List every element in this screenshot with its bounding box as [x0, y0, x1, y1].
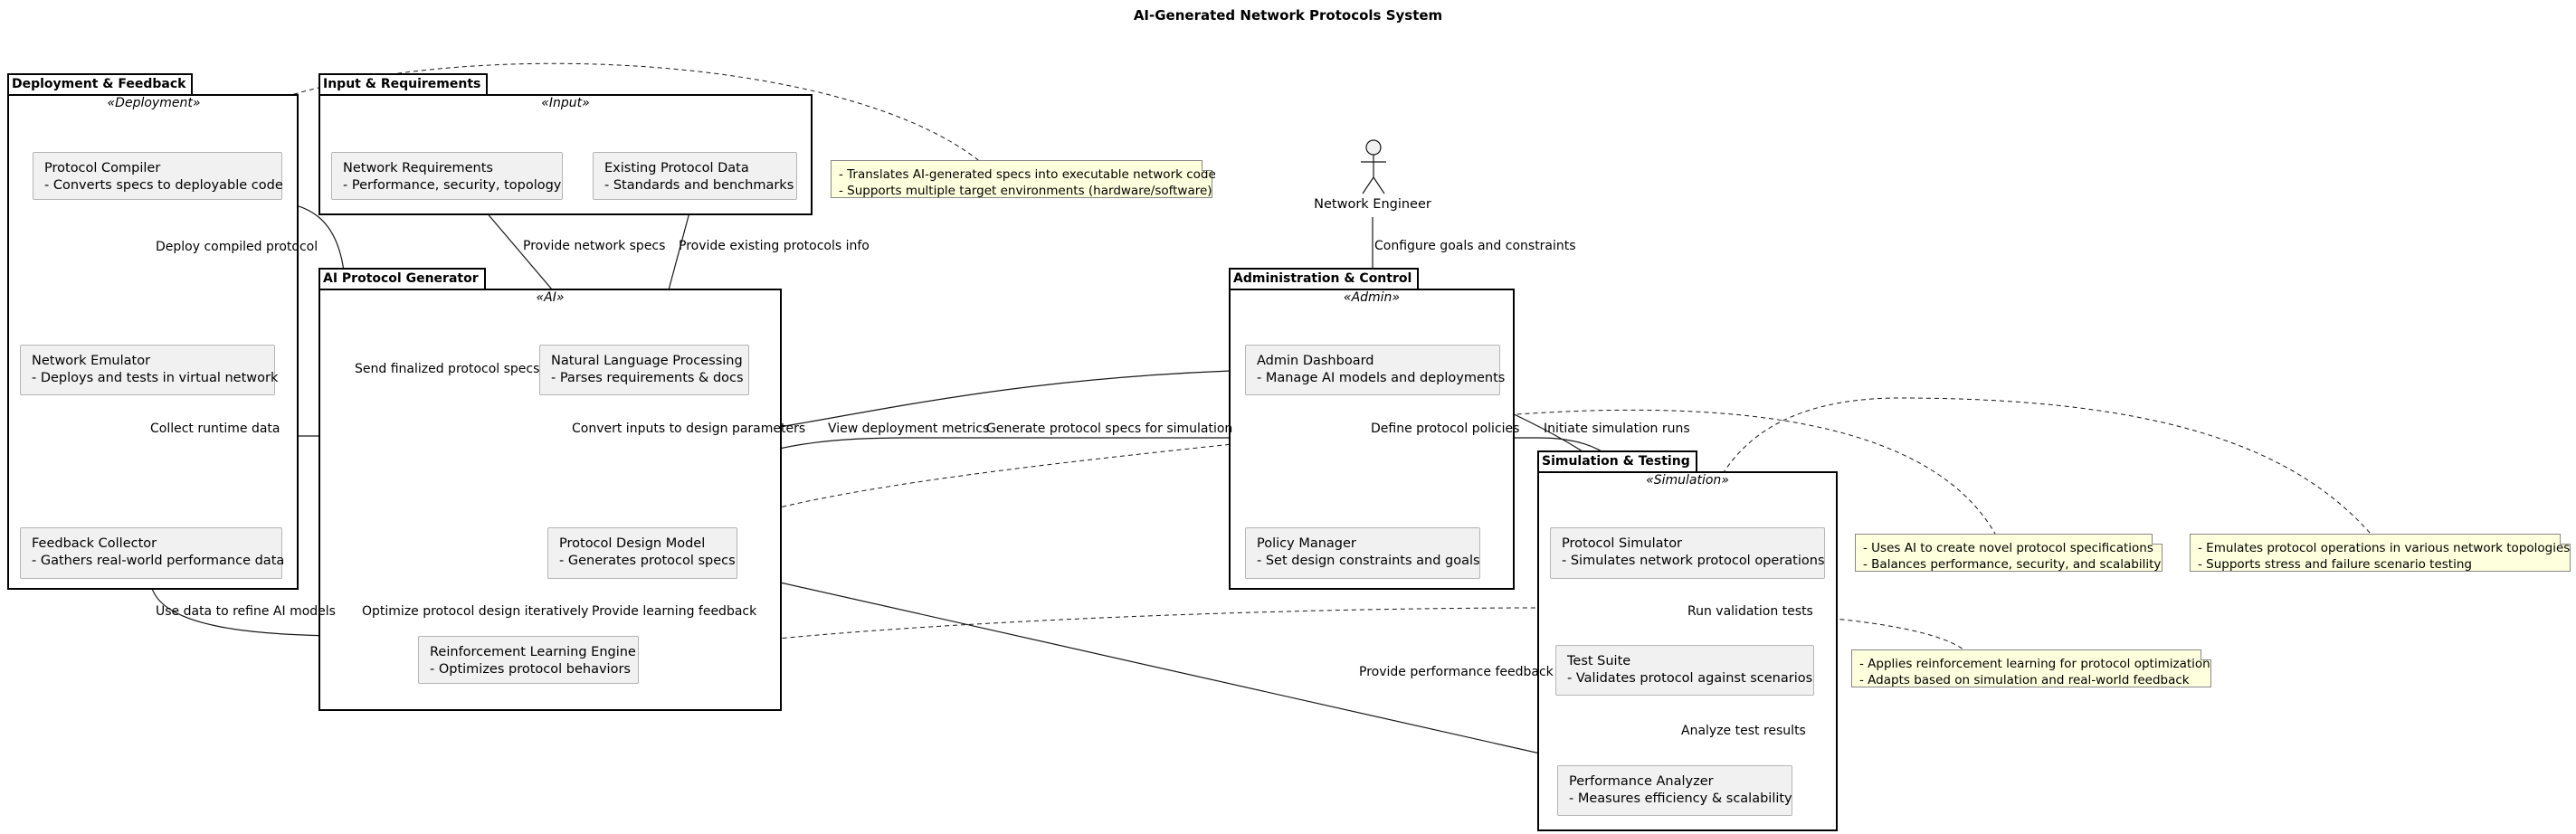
component-description: - Gathers real-world performance data — [32, 554, 285, 568]
component-description: - Simulates network protocol operations — [1562, 554, 1825, 568]
component-title: Performance Analyzer — [1569, 774, 1714, 789]
component-description: - Generates protocol specs — [559, 554, 736, 568]
edge-label-run-validation: Run validation tests — [1687, 604, 1813, 619]
component-feedback-collector[interactable]: Feedback Collector - Gathers real-world … — [20, 527, 285, 579]
package-input-stereotype: «Input» — [541, 96, 590, 110]
component-rl-engine[interactable]: Reinforcement Learning Engine - Optimize… — [418, 636, 639, 684]
note-link-compiler — [180, 62, 983, 164]
component-description: - Parses requirements & docs — [551, 371, 744, 385]
component-natural-language-processing[interactable]: Natural Language Processing - Parses req… — [539, 345, 749, 395]
component-protocol-compiler[interactable]: Protocol Compiler - Converts specs to de… — [33, 152, 283, 200]
note-line: - Balances performance, security, and sc… — [1863, 557, 2162, 572]
component-existing-protocol-data[interactable]: Existing Protocol Data - Standards and b… — [593, 152, 797, 200]
component-title: Admin Dashboard — [1257, 354, 1374, 368]
component-title: Reinforcement Learning Engine — [430, 645, 636, 659]
component-description: - Standards and benchmarks — [604, 178, 794, 193]
package-admin-stereotype: «Admin» — [1343, 290, 1401, 305]
component-description: - Manage AI models and deployments — [1257, 371, 1506, 385]
diagram-title: AI-Generated Network Protocols System — [1133, 7, 1443, 24]
note-protocol-compiler: - Translates AI-generated specs into exe… — [831, 160, 1216, 198]
note-line: - Applies reinforcement learning for pro… — [1859, 657, 2210, 671]
edge-label-convert-inputs: Convert inputs to design parameters — [572, 422, 806, 436]
edge-label-configure-goals: Configure goals and constraints — [1374, 239, 1576, 253]
component-title: Natural Language Processing — [551, 354, 743, 368]
component-description: - Validates protocol against scenarios — [1567, 671, 1813, 686]
component-title: Test Suite — [1567, 654, 1631, 668]
component-title: Existing Protocol Data — [604, 161, 749, 175]
edge-label-collect-runtime: Collect runtime data — [150, 422, 280, 436]
component-title: Feedback Collector — [32, 536, 157, 551]
note-fold-icon — [2152, 534, 2163, 545]
component-title: Protocol Compiler — [44, 161, 161, 175]
package-deployment-stereotype: «Deployment» — [107, 96, 201, 110]
note-fold-icon — [1202, 160, 1212, 171]
edge-label-provide-existing: Provide existing protocols info — [679, 239, 870, 253]
component-description: - Deploys and tests in virtual network — [32, 371, 279, 385]
component-description: - Converts specs to deployable code — [44, 178, 283, 193]
edge-label-optimize: Optimize protocol design iteratively — [362, 604, 589, 619]
note-link-simulator — [1700, 397, 2372, 535]
edge-provide-performance — [739, 572, 1593, 766]
note-line: - Supports multiple target environments … — [839, 184, 1212, 198]
note-link-rl — [636, 607, 1964, 658]
component-description: - Optimizes protocol behaviors — [430, 662, 631, 677]
package-deployment-tab: Deployment & Feedback — [7, 73, 194, 95]
component-network-requirements[interactable]: Network Requirements - Performance, secu… — [331, 152, 563, 200]
actor-network-engineer: Network Engineer — [1314, 197, 1431, 212]
edge-label-provide-performance: Provide performance feedback — [1359, 665, 1554, 679]
actor-figure — [1361, 139, 1386, 194]
edge-label-send-finalized: Send finalized protocol specs — [355, 362, 540, 376]
note-line: - Uses AI to create novel protocol speci… — [1863, 541, 2153, 555]
package-ai-tab: AI Protocol Generator — [318, 268, 486, 289]
edge-label-generate-specs: Generate protocol specs for simulation — [986, 422, 1233, 436]
package-ai-stereotype: «AI» — [536, 290, 565, 305]
package-input-tab: Input & Requirements — [318, 73, 489, 95]
component-test-suite[interactable]: Test Suite - Validates protocol against … — [1555, 645, 1814, 696]
component-title: Policy Manager — [1257, 536, 1356, 551]
component-title: Protocol Simulator — [1562, 536, 1683, 551]
component-title: Network Requirements — [343, 161, 493, 175]
edge-label-view-metrics: View deployment metrics — [828, 422, 990, 436]
edge-label-provide-network-specs: Provide network specs — [523, 239, 666, 253]
component-description: - Performance, security, topology — [343, 178, 562, 193]
note-protocol-simulator: - Emulates protocol operations in variou… — [2190, 534, 2571, 572]
component-protocol-simulator[interactable]: Protocol Simulator - Simulates network p… — [1550, 527, 1825, 579]
component-network-emulator[interactable]: Network Emulator - Deploys and tests in … — [20, 345, 279, 395]
package-admin-tab: Administration & Control — [1229, 268, 1420, 289]
component-policy-manager[interactable]: Policy Manager - Set design constraints … — [1245, 527, 1480, 579]
package-simulation-tab: Simulation & Testing — [1537, 450, 1697, 472]
note-line: - Adapts based on simulation and real-wo… — [1859, 673, 2190, 687]
edge-label-analyze-results: Analyze test results — [1681, 724, 1806, 738]
edge-label-provide-learning: Provide learning feedback — [592, 604, 757, 619]
component-title: Protocol Design Model — [559, 536, 706, 551]
component-admin-dashboard[interactable]: Admin Dashboard - Manage AI models and d… — [1245, 345, 1506, 395]
component-title: Network Emulator — [32, 354, 151, 368]
note-fold-icon — [2560, 534, 2571, 545]
edge-label-deploy-compiled: Deploy compiled protocol — [156, 240, 318, 254]
note-line: - Emulates protocol operations in variou… — [2198, 541, 2571, 555]
note-rl-engine: - Applies reinforcement learning for pro… — [1851, 649, 2211, 687]
edge-label-use-data-refine: Use data to refine AI models — [156, 604, 336, 619]
note-protocol-design: - Uses AI to create novel protocol speci… — [1855, 534, 2163, 572]
package-simulation-stereotype: «Simulation» — [1646, 473, 1729, 488]
component-protocol-design-model[interactable]: Protocol Design Model - Generates protoc… — [547, 527, 737, 579]
note-fold-icon — [2201, 649, 2211, 660]
component-performance-analyzer[interactable]: Performance Analyzer - Measures efficien… — [1557, 765, 1792, 816]
edge-label-initiate-runs: Initiate simulation runs — [1544, 422, 1690, 436]
note-line: - Translates AI-generated specs into exe… — [839, 167, 1216, 182]
edge-label-define-policies: Define protocol policies — [1371, 422, 1520, 436]
component-description: - Set design constraints and goals — [1257, 554, 1480, 568]
note-line: - Supports stress and failure scenario t… — [2198, 557, 2472, 572]
component-description: - Measures efficiency & scalability — [1569, 791, 1792, 806]
